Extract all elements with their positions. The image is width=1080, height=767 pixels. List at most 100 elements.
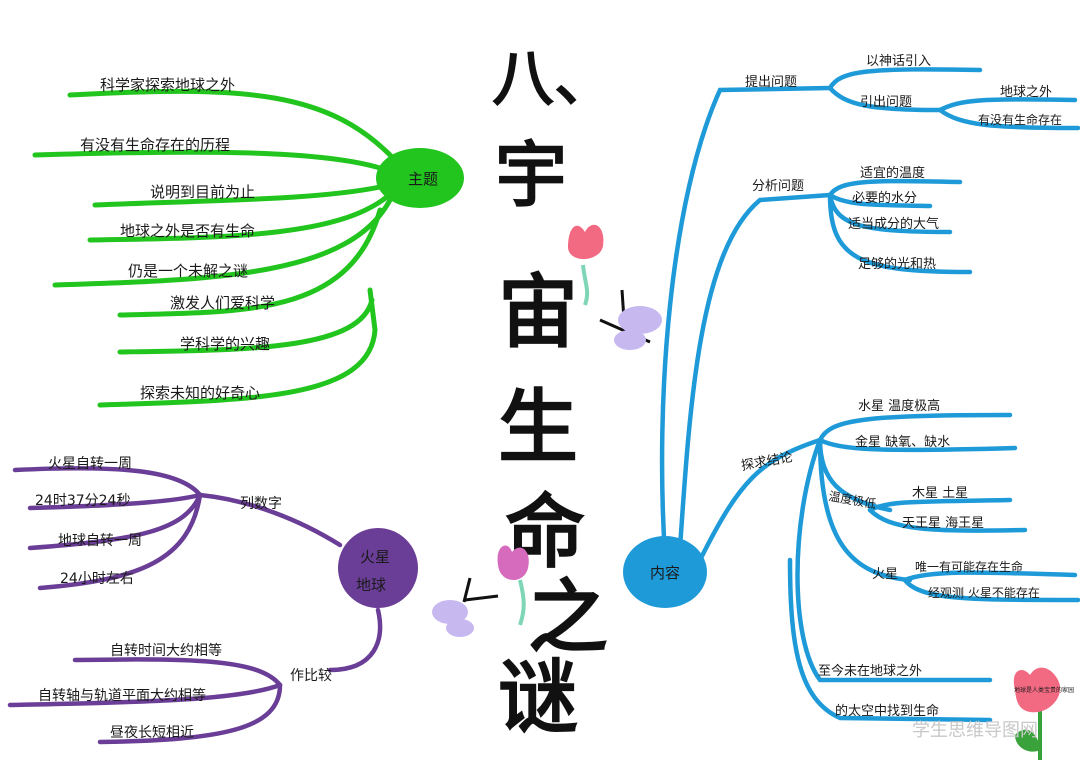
theme-connector-5 bbox=[52, 197, 393, 288]
content-analyze-item: 适宜的温度 bbox=[860, 165, 925, 181]
content-trunk-explore bbox=[697, 437, 823, 563]
mars-list-item: 地球自转一周 bbox=[58, 533, 142, 549]
flower-note-text: 地球是人类宝贵的家园 bbox=[1014, 686, 1074, 694]
butterfly-icon bbox=[599, 289, 662, 350]
theme-item: 仍是一个未解之谜 bbox=[128, 262, 248, 280]
content-explore-subitem: 经观测 火星不能存在 bbox=[928, 586, 1040, 600]
title-char: 生 bbox=[498, 381, 578, 474]
theme-labels: 科学家探索地球之外 有没有生命存在的历程 说明到目前为止 地球之外是否有生命 仍… bbox=[80, 76, 275, 402]
mars-hub-label-1: 火星 bbox=[360, 548, 390, 566]
mars-labels: 列数字 火星自转一周 24时37分24秒 地球自转一周 24小时左右 作比较 自… bbox=[35, 456, 332, 741]
content-analyze-sub-1 bbox=[827, 178, 963, 198]
content-explore-sub-2 bbox=[817, 437, 1018, 453]
theme-item: 有没有生命存在的历程 bbox=[80, 136, 230, 154]
content-trunk-analyze bbox=[677, 192, 833, 551]
title-char: 宙 bbox=[498, 266, 578, 359]
theme-item: 学科学的兴趣 bbox=[180, 335, 270, 353]
mars-link-list bbox=[197, 492, 343, 548]
mars-list-fork-2 bbox=[27, 492, 203, 511]
content-ask-sub-1 bbox=[827, 67, 983, 91]
title-char: 宇 bbox=[495, 133, 567, 217]
mars-compare-fork-3 bbox=[97, 682, 283, 745]
mars-compare-item: 自转轴与轨道平面大约相等 bbox=[38, 687, 206, 704]
mars-branch bbox=[7, 466, 383, 745]
content-explore-sub-4b bbox=[902, 577, 1080, 603]
content-ask-sub-2 bbox=[827, 85, 943, 113]
content-explore-label: 探求结论 bbox=[740, 450, 794, 474]
content-explore-sub-6 bbox=[787, 557, 993, 723]
mars-list-item: 24小时左右 bbox=[60, 571, 134, 587]
theme-connector-8 bbox=[97, 287, 378, 408]
mars-list-item: 24时37分24秒 bbox=[35, 493, 130, 509]
content-labels: 提出问题 以神话引入 引出问题 地球之外 有没有生命存在 分析问题 适宜的温度 … bbox=[740, 54, 1062, 719]
content-explore-item: 水星 温度极高 bbox=[858, 398, 940, 414]
mars-list-label: 列数字 bbox=[240, 496, 282, 512]
content-branch bbox=[659, 67, 1080, 723]
content-trunk-ask bbox=[659, 85, 833, 558]
content-ask-item: 引出问题 bbox=[860, 95, 912, 110]
content-explore-sub-1 bbox=[817, 412, 1013, 443]
theme-connector-3 bbox=[92, 183, 388, 208]
mars-compare-item: 昼夜长短相近 bbox=[110, 725, 194, 741]
content-analyze-sub-3 bbox=[827, 192, 953, 235]
theme-connector-2 bbox=[32, 149, 383, 171]
title-char: 之 bbox=[528, 571, 608, 664]
content-analyze-sub-2 bbox=[827, 192, 933, 209]
mars-hub-label-2: 地球 bbox=[356, 576, 386, 594]
content-explore-sub-3b bbox=[867, 507, 1028, 533]
flower-note: 地球是人类宝贵的家园 bbox=[1013, 667, 1074, 760]
mars-compare-fork-2 bbox=[7, 682, 283, 708]
mars-list-item: 火星自转一周 bbox=[48, 456, 132, 472]
theme-item: 科学家探索地球之外 bbox=[100, 76, 235, 94]
theme-connector-6 bbox=[117, 207, 383, 318]
mars-list-fork-3 bbox=[27, 492, 203, 551]
theme-connector-4 bbox=[87, 193, 391, 243]
theme-hub-label: 主题 bbox=[408, 170, 438, 188]
theme-connector-1 bbox=[67, 88, 398, 163]
content-ask-subitem: 有没有生命存在 bbox=[978, 112, 1062, 127]
flower-icon bbox=[497, 545, 529, 626]
content-hub-label: 内容 bbox=[650, 564, 680, 582]
content-analyze-sub-4 bbox=[827, 192, 973, 275]
content-explore-sub-5 bbox=[795, 437, 993, 683]
theme-item: 探索未知的好奇心 bbox=[140, 384, 260, 402]
content-analyze-item: 适当成分的大气 bbox=[848, 216, 939, 232]
content-explore-sub-4 bbox=[817, 437, 913, 583]
content-ask-item: 以神话引入 bbox=[866, 54, 931, 69]
watermark: 学生思维导图网 bbox=[912, 720, 1038, 741]
mars-compare-label: 作比较 bbox=[290, 668, 332, 684]
content-analyze-label: 分析问题 bbox=[752, 179, 804, 194]
title-char: 谜 bbox=[498, 651, 578, 744]
theme-hub bbox=[376, 148, 464, 208]
content-ask-label: 提出问题 bbox=[745, 74, 797, 90]
content-explore-sub-4a bbox=[902, 570, 1078, 583]
butterfly-icon bbox=[432, 577, 499, 637]
theme-item: 说明到目前为止 bbox=[150, 183, 255, 201]
mars-hub bbox=[338, 528, 418, 608]
theme-connector-7 bbox=[117, 297, 375, 355]
content-analyze-item: 必要的水分 bbox=[852, 190, 917, 206]
content-hub bbox=[623, 536, 707, 608]
content-explore-item: 火星 bbox=[872, 567, 898, 582]
content-ask-sub-2b bbox=[937, 107, 1080, 131]
content-explore-subitem: 天王星 海王星 bbox=[902, 516, 984, 531]
content-ask-sub-2a bbox=[937, 97, 1078, 113]
content-conclusion-line: 至今未在地球之外 bbox=[818, 663, 922, 679]
title-char: 八、 bbox=[492, 42, 616, 115]
content-explore-subitem: 唯一有可能存在生命 bbox=[915, 559, 1023, 574]
mars-list-fork-1 bbox=[12, 466, 203, 498]
theme-branch bbox=[32, 88, 398, 408]
content-explore-item: 温度极低 bbox=[827, 488, 877, 511]
mars-compare-fork-1 bbox=[72, 657, 283, 688]
content-analyze-item: 足够的光和热 bbox=[858, 256, 936, 272]
content-explore-item: 金星 缺氧、缺水 bbox=[855, 434, 950, 450]
content-explore-subitem: 木星 土星 bbox=[912, 486, 968, 501]
mars-link-compare bbox=[327, 607, 383, 673]
mars-compare-item: 自转时间大约相等 bbox=[110, 642, 222, 659]
content-ask-subitem: 地球之外 bbox=[1000, 85, 1052, 100]
flower-icon bbox=[568, 224, 604, 306]
theme-item: 激发人们爱科学 bbox=[170, 294, 275, 312]
content-explore-sub-3a bbox=[867, 497, 1013, 513]
theme-item: 地球之外是否有生命 bbox=[120, 222, 255, 240]
